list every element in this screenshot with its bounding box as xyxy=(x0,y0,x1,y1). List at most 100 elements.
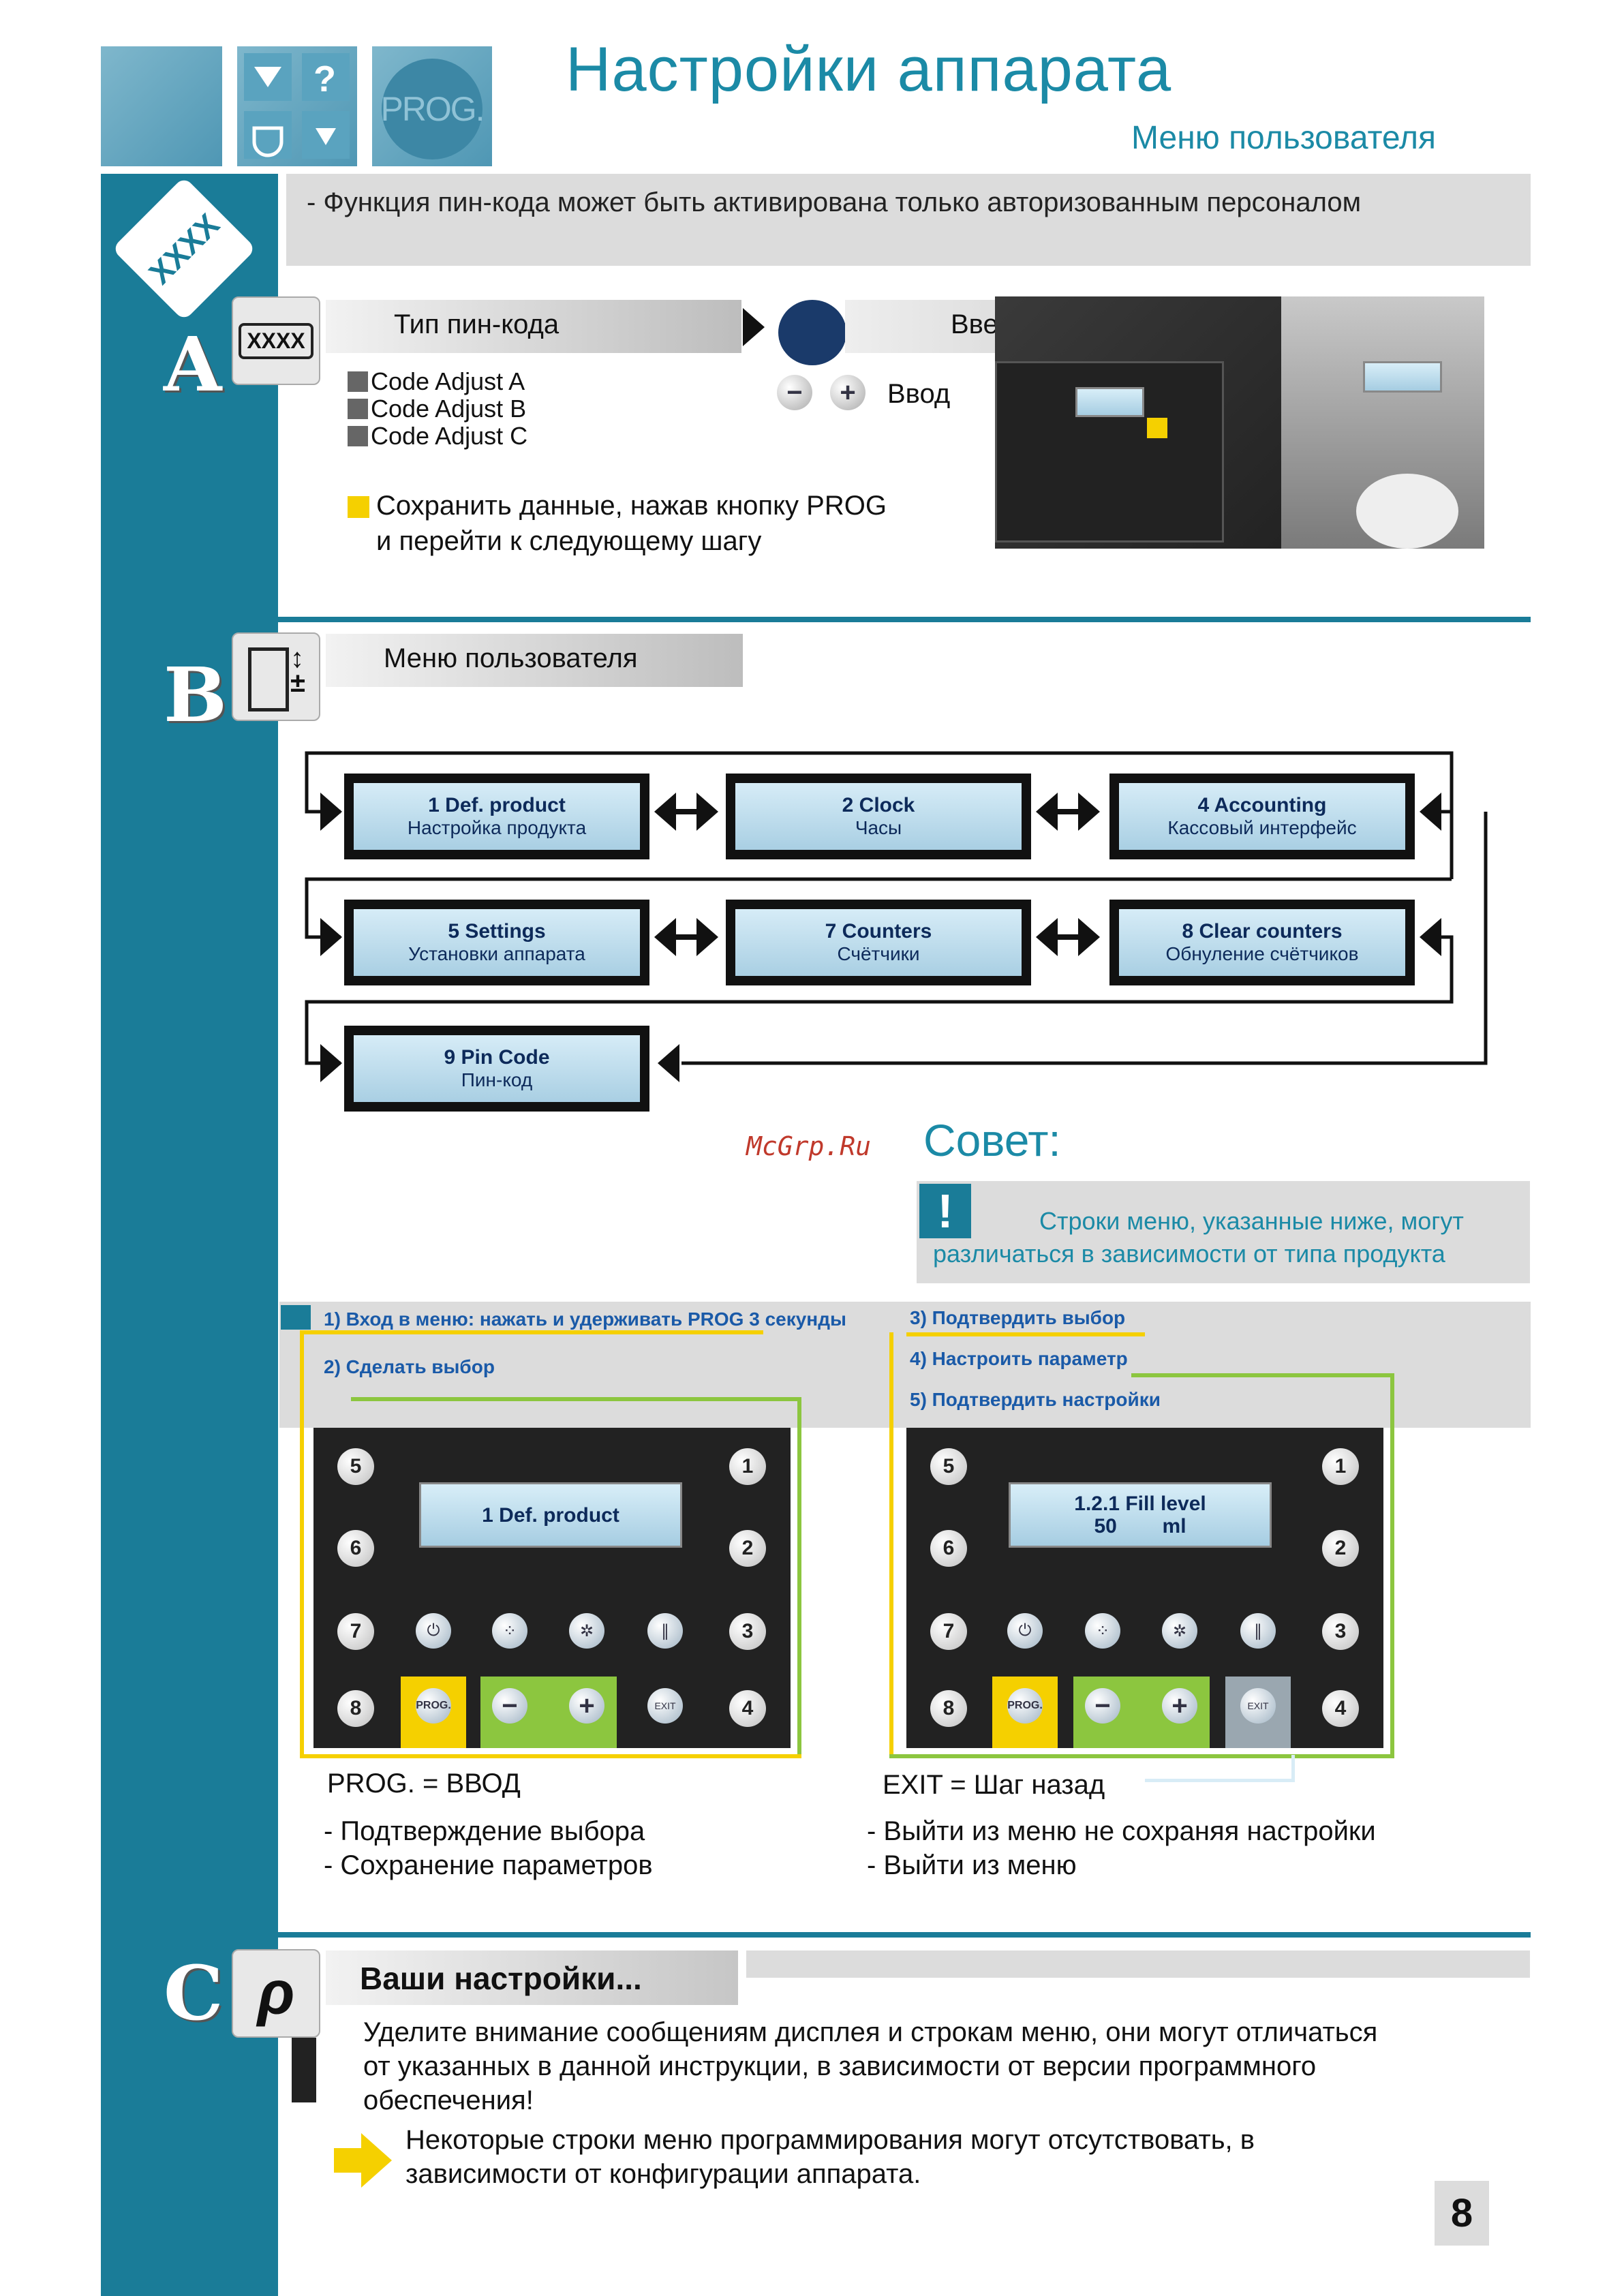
code-option[interactable]: Code Adjust A xyxy=(348,367,527,395)
control-panel-left: 1 Def. product 5 1 6 2 7 3 8 4 ⏻ ⁘ ✲ ∥ P… xyxy=(313,1428,791,1748)
finger-dial-icon xyxy=(778,300,846,365)
cup-icon xyxy=(1356,474,1458,549)
key-4[interactable]: 4 xyxy=(729,1690,766,1727)
exit-key[interactable]: EXIT xyxy=(1240,1688,1276,1724)
menu-item-title: 8 Clear counters xyxy=(1182,920,1343,943)
header-prog-tile: PROG. xyxy=(372,46,492,166)
minus-key[interactable]: − xyxy=(492,1688,527,1724)
left-accent-bar xyxy=(101,174,278,2296)
code-option[interactable]: Code Adjust C xyxy=(348,422,528,450)
dots-icon[interactable]: ⁘ xyxy=(492,1613,527,1649)
your-settings-pill: Ваши настройки... xyxy=(326,1950,738,2005)
page-title: Настройки аппарата xyxy=(566,35,1172,104)
rinse-icon[interactable]: ✲ xyxy=(569,1613,604,1649)
save-line-2: и перейти к следующему шагу xyxy=(376,526,762,556)
minus-key[interactable]: − xyxy=(1085,1688,1120,1724)
key-8[interactable]: 8 xyxy=(337,1690,374,1727)
machine-photo xyxy=(995,296,1484,549)
intro-note-text: - Функция пин-кода может быть активирова… xyxy=(307,187,1362,217)
prog-highlight xyxy=(1147,418,1167,438)
menu-item-title: 1 Def. product xyxy=(428,794,566,816)
machine-panel-closeup xyxy=(995,361,1224,542)
yellow-marker xyxy=(348,496,369,518)
svg-text:?: ? xyxy=(313,59,336,100)
exclamation-gap xyxy=(292,2106,316,2126)
step-3-text: 3) Подтвердить выбор xyxy=(910,1307,1126,1328)
note-line-1: Некоторые строки меню программирования м… xyxy=(405,2125,1255,2155)
hand-pen-icon: ρ xyxy=(232,1949,320,2038)
step-1-text: 1) Вход в меню: нажать и удерживать PROG… xyxy=(324,1308,846,1330)
key-8[interactable]: 8 xyxy=(930,1690,967,1727)
double-arrow-icon xyxy=(654,918,718,956)
exit-key[interactable]: EXIT xyxy=(647,1688,683,1724)
yellow-guide-line xyxy=(889,1332,893,1758)
prog-key[interactable]: PROG. xyxy=(1007,1688,1043,1724)
key-5[interactable]: 5 xyxy=(930,1448,967,1485)
exit-equals-back: EXIT = Шаг назад xyxy=(883,1770,1105,1800)
code-option-label: Code Adjust C xyxy=(371,422,528,450)
key-6[interactable]: 6 xyxy=(930,1530,967,1567)
key-1[interactable]: 1 xyxy=(1322,1448,1359,1485)
power-icon[interactable]: ⏻ xyxy=(416,1613,451,1649)
key-3[interactable]: 3 xyxy=(729,1613,766,1650)
key-1[interactable]: 1 xyxy=(729,1448,766,1485)
section-b-letter: B xyxy=(164,651,227,739)
prog-equals-enter: PROG. = ВВОД xyxy=(327,1769,521,1798)
plus-key[interactable]: + xyxy=(569,1688,604,1724)
rinse-icon[interactable]: ✲ xyxy=(1162,1613,1197,1649)
menu-item-subtitle: Часы xyxy=(855,817,902,838)
prog-key[interactable]: PROG. xyxy=(416,1688,451,1724)
steps-marker xyxy=(281,1305,311,1330)
minus-button[interactable]: − xyxy=(777,375,812,410)
yellow-guide-line xyxy=(300,1754,801,1758)
dots-icon[interactable]: ⁘ xyxy=(1085,1613,1120,1649)
power-icon[interactable]: ⏻ xyxy=(1007,1613,1043,1649)
key-3[interactable]: 3 xyxy=(1322,1613,1359,1650)
pin-type-label: Тип пин-кода xyxy=(394,309,560,339)
green-guide-line xyxy=(889,1754,1394,1758)
pause-icon[interactable]: ∥ xyxy=(647,1613,683,1649)
plus-button[interactable]: + xyxy=(830,375,865,410)
separator-b xyxy=(278,1932,1531,1938)
key-5[interactable]: 5 xyxy=(337,1448,374,1485)
code-option-label: Code Adjust A xyxy=(371,367,525,395)
yellow-guide-line xyxy=(906,1332,1145,1336)
pause-icon[interactable]: ∥ xyxy=(1240,1613,1276,1649)
prog-item-2: - Сохранение параметров xyxy=(324,1850,653,1880)
machine-body xyxy=(1281,296,1484,549)
warn-line-3: обеспечения! xyxy=(363,2085,534,2115)
panel-lcd-line-2: 50 ml xyxy=(1094,1515,1186,1537)
double-arrow-icon xyxy=(1036,918,1100,956)
menu-item-title: 7 Counters xyxy=(825,920,932,943)
note-line-2: зависимости от конфигурации аппарата. xyxy=(405,2159,921,2189)
panel-lcd-line-1: 1.2.1 Fill level xyxy=(1074,1493,1206,1515)
plus-key[interactable]: + xyxy=(1162,1688,1197,1724)
key-4[interactable]: 4 xyxy=(1322,1690,1359,1727)
key-7[interactable]: 7 xyxy=(930,1613,967,1650)
section-a-letter: A xyxy=(164,320,222,408)
key-2[interactable]: 2 xyxy=(729,1530,766,1567)
code-options: Code Adjust A Code Adjust B Code Adjust … xyxy=(348,367,528,450)
warning-icon: ! xyxy=(919,1184,971,1238)
tip-line-2: различаться в зависимости от типа продук… xyxy=(933,1240,1445,1268)
key-6[interactable]: 6 xyxy=(337,1530,374,1567)
separator-a xyxy=(278,617,1531,622)
steps-banner xyxy=(279,1302,1531,1428)
machine-lcd xyxy=(1363,361,1442,393)
flow-arrow-icon xyxy=(320,1044,342,1082)
code-option-label: Code Adjust B xyxy=(371,395,527,423)
key-7[interactable]: 7 xyxy=(337,1613,374,1650)
tip-line-1: Строки меню, указанные ниже, могут xyxy=(1039,1207,1464,1235)
code-option[interactable]: Code Adjust B xyxy=(348,395,527,423)
menu-item-title: 2 Clock xyxy=(842,794,915,816)
green-guide-line xyxy=(1390,1373,1394,1758)
key-2[interactable]: 2 xyxy=(1322,1530,1359,1567)
green-guide-line xyxy=(1131,1373,1390,1377)
